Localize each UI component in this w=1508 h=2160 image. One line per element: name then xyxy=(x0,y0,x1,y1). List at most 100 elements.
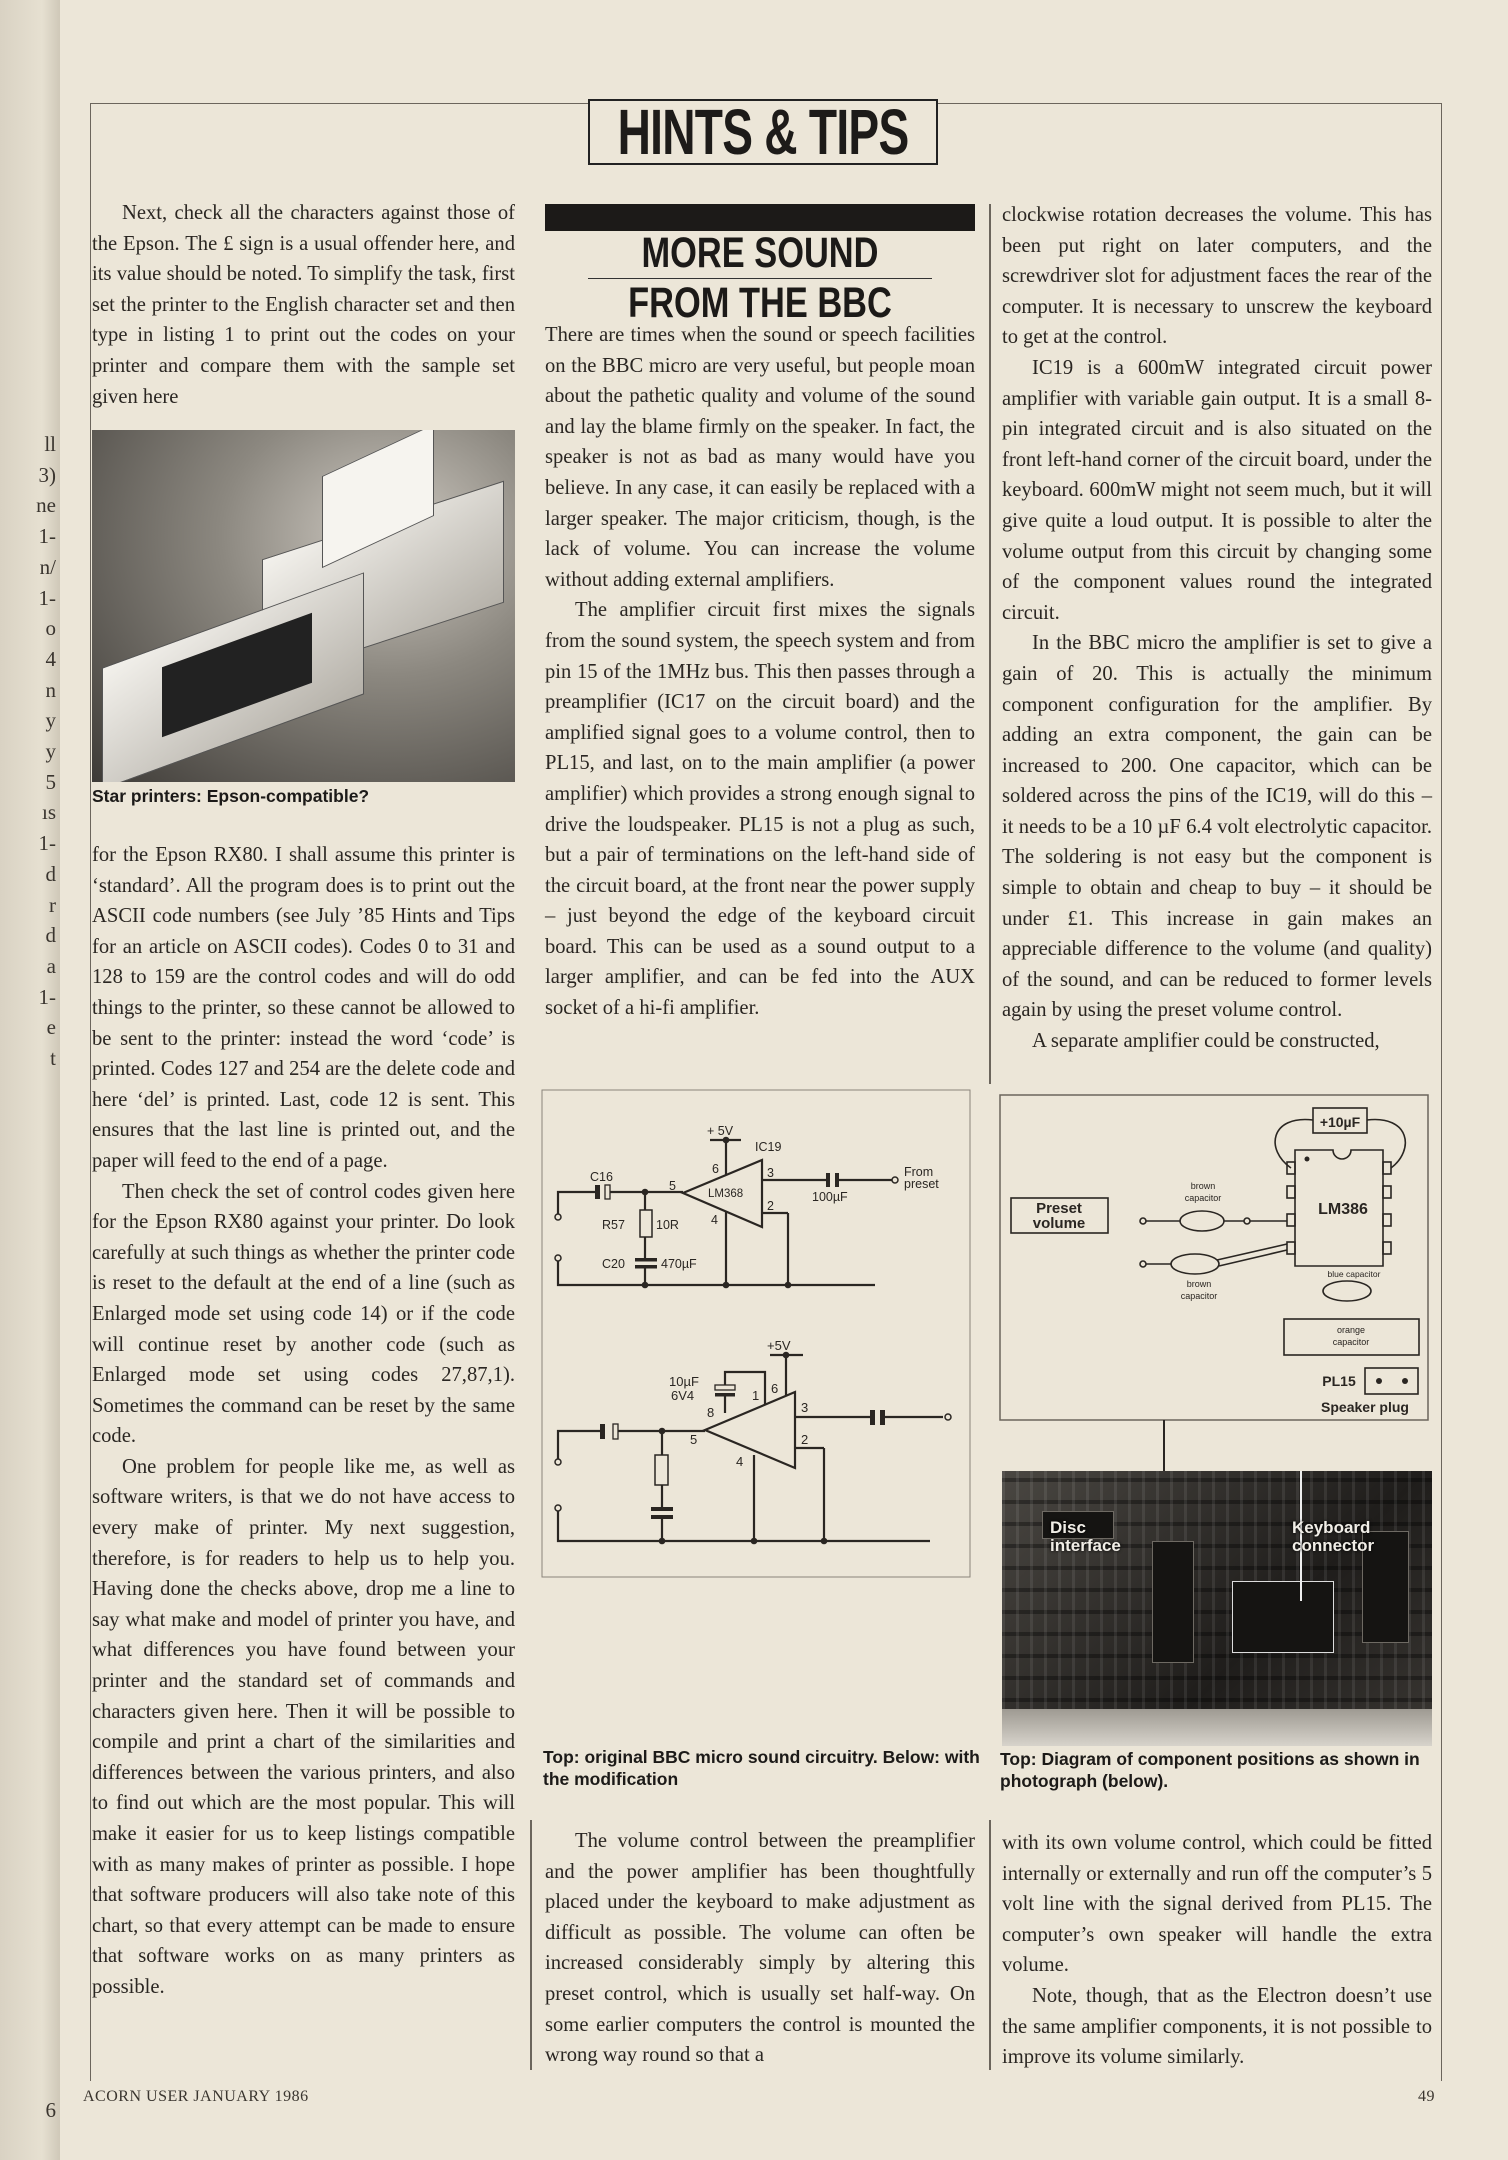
section-title: HINTS & TIPS xyxy=(617,96,910,168)
c20-label: C20 xyxy=(602,1257,625,1271)
chip-label: LM386 xyxy=(1318,1201,1368,1218)
pin-label: 2 xyxy=(801,1432,808,1447)
previous-page-fragment: 1- xyxy=(38,585,57,610)
chip-image xyxy=(1042,1511,1114,1539)
label-line: interface xyxy=(1050,1536,1121,1555)
paragraph: with its own volume control, which could… xyxy=(1002,1832,1432,1977)
component-diagram: Preset volume +10µF LM386 brown capacito… xyxy=(999,1094,1429,1490)
diagram-border xyxy=(541,1089,971,1578)
paragraph: Note, though, that as the Electron doesn… xyxy=(1002,1984,1432,2069)
previous-page-fragment: ıs xyxy=(41,800,56,825)
pin-label: 6 xyxy=(771,1381,778,1396)
previous-page-fragment: ll xyxy=(44,432,56,456)
pin-label: 5 xyxy=(690,1432,697,1447)
brown-cap-label: capacitor xyxy=(1181,1291,1218,1301)
blue-cap-label: blue capacitor xyxy=(1328,1269,1381,1279)
pin-label: 1 xyxy=(752,1388,759,1403)
photo-caption: Star printers: Epson-compatible? xyxy=(92,785,369,807)
section-header: HINTS & TIPS xyxy=(588,96,938,168)
label-line: connector xyxy=(1292,1536,1375,1555)
output-cap-label: 100µF xyxy=(812,1190,848,1204)
previous-page-fragment: 1- xyxy=(38,984,57,1009)
previous-page-fragment: y xyxy=(45,739,57,763)
previous-page-fragment: 5 xyxy=(45,769,57,794)
previous-page-fragment: d xyxy=(45,861,57,886)
caption-text: Top: Diagram of component positions as s… xyxy=(1000,1749,1420,1791)
article-headline: MORE SOUND FROM THE BBC xyxy=(545,232,975,325)
circuit-top xyxy=(554,1138,899,1287)
chip-image xyxy=(1362,1531,1409,1643)
column-rule xyxy=(989,1820,991,2070)
label-line: Keyboard xyxy=(1292,1518,1371,1537)
right-column-top: clockwise rotation decreases the volume.… xyxy=(1002,200,1432,1057)
board-edge xyxy=(1002,1709,1432,1746)
paragraph: for the Epson RX80. I shall assume this … xyxy=(92,844,515,1172)
headline-line-1: MORE SOUND xyxy=(588,232,932,279)
from-label: From xyxy=(904,1165,933,1179)
previous-page-edge xyxy=(0,0,60,2160)
diagram-caption: Top: original BBC micro sound circuitry.… xyxy=(543,1746,983,1790)
speaker-plug-label: Speaker plug xyxy=(1321,1399,1409,1415)
middle-column-top: There are times when the sound or speech… xyxy=(545,320,975,1024)
paragraph: The amplifier circuit first mixes the si… xyxy=(545,599,975,1020)
pin-label: 2 xyxy=(767,1199,774,1213)
previous-page-fragment: n/ xyxy=(39,554,56,579)
photo-caption: Top: Diagram of component positions as s… xyxy=(1000,1748,1440,1792)
preset-label: volume xyxy=(1033,1215,1086,1232)
previous-page-fragment: t xyxy=(50,1046,56,1070)
chip-image xyxy=(1152,1541,1194,1663)
column-rule xyxy=(989,204,991,1084)
previous-page-fragment: 6 xyxy=(45,2098,57,2122)
previous-page-fragment: 3) xyxy=(38,462,57,487)
component-labels: Preset volume +10µF LM386 brown capacito… xyxy=(1033,1114,1409,1415)
paragraph: Then check the set of control codes give… xyxy=(92,1180,515,1448)
cap-value: 10µF xyxy=(669,1374,699,1389)
brown-cap-label: brown xyxy=(1187,1279,1212,1289)
diagram-border xyxy=(999,1094,1429,1421)
previous-page-fragment: d xyxy=(45,923,57,948)
paragraph: In the BBC micro the amplifier is set to… xyxy=(1002,632,1432,1022)
circuit-bottom-labels: +5V 10µF 6V4 8 1 6 5 4 3 2 xyxy=(669,1338,808,1469)
previous-page-fragment: r xyxy=(49,892,56,917)
r57-label: R57 xyxy=(602,1218,625,1232)
pointer-line xyxy=(1300,1471,1302,1601)
headline-bar xyxy=(545,204,975,231)
preset-label: Preset xyxy=(1036,1200,1082,1217)
component-shapes xyxy=(1010,1107,1420,1395)
pin-label: 8 xyxy=(707,1405,714,1420)
cap-voltage: 6V4 xyxy=(671,1388,694,1403)
pin-label: 5 xyxy=(669,1179,676,1193)
previous-page-fragment: y xyxy=(45,708,57,733)
paragraph: The volume control between the preamplif… xyxy=(545,1830,975,2067)
previous-page-fragment: 4 xyxy=(45,646,57,671)
left-column-body: for the Epson RX80. I shall assume this … xyxy=(92,840,515,2003)
chip-image xyxy=(1232,1581,1334,1653)
previous-page-fragment: 1- xyxy=(38,831,57,856)
previous-page-fragment: a xyxy=(46,953,56,978)
paragraph: clockwise rotation decreases the volume.… xyxy=(1002,204,1432,349)
previous-page-fragment: n xyxy=(45,677,57,702)
previous-page-fragment: 1- xyxy=(38,524,57,549)
pin-label: 4 xyxy=(711,1213,718,1227)
circuit-bottom xyxy=(554,1353,952,1543)
circuit-top-parts xyxy=(595,1136,839,1289)
headline-line-2: FROM THE BBC xyxy=(628,279,892,327)
pin-label: 3 xyxy=(801,1400,808,1415)
orange-cap-label: orange xyxy=(1337,1325,1365,1335)
component-dots xyxy=(1304,1156,1408,1384)
left-column-top: Next, check all the characters against t… xyxy=(92,198,515,412)
caption-text: Star printers: Epson-compatible? xyxy=(92,786,370,806)
circuit-top-labels: + 5V IC19 LM368 C16 R57 10R C20 470µF 10… xyxy=(590,1124,939,1271)
pin-label: 6 xyxy=(712,1162,719,1176)
page-number: 49 xyxy=(1418,2088,1435,2105)
paragraph: There are times when the sound or speech… xyxy=(545,324,975,591)
chip-label: LM368 xyxy=(708,1188,743,1200)
paragraph: IC19 is a 600mW integrated circuit power… xyxy=(1002,356,1432,624)
label-line: Disc xyxy=(1050,1518,1086,1537)
middle-column-bottom: The volume control between the preamplif… xyxy=(545,1826,975,2071)
circuit-bottom-parts xyxy=(600,1351,885,1545)
brown-cap-label: capacitor xyxy=(1185,1193,1222,1203)
